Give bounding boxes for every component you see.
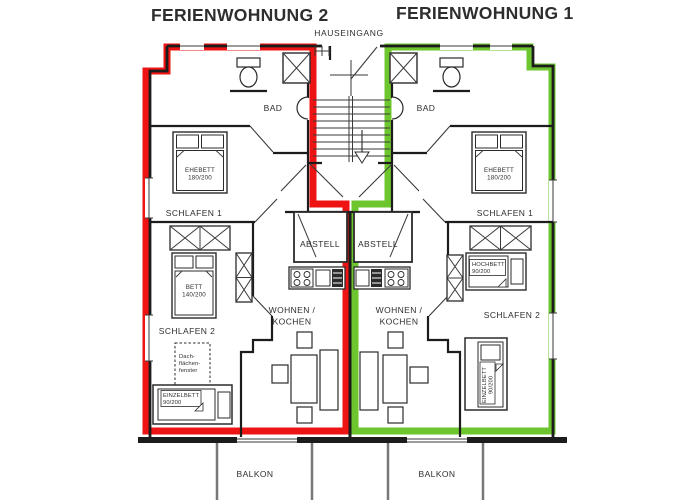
apartment1-wohnen-label-line1: WOHNEN / (376, 305, 423, 315)
apartment2-ehebett-size: 180/200 (188, 175, 212, 182)
apartment1-bad-label: BAD (417, 103, 436, 113)
apartment2-bad-label: BAD (264, 103, 283, 113)
apartment1-entry-door-arc (391, 96, 404, 120)
roof-window-label-line1: Dach- (179, 354, 195, 360)
apartment1-title: FERIENWOHNUNG 1 (396, 3, 574, 23)
toilet-right-icon (439, 57, 464, 88)
table (290, 354, 318, 404)
wardrobe-right (469, 225, 532, 251)
apartment1-balkon-label: BALKON (419, 469, 456, 479)
chair (296, 331, 313, 349)
balconies: BALKON BALKON (215, 443, 485, 500)
apartment1-hochbett-label: HOCHBETT (472, 262, 505, 268)
apartment1-schlafen2: HOCHBETT 90/200 (446, 252, 527, 302)
apartment2-einzelbett: EINZELBETT 90/200 (152, 384, 233, 425)
chair (296, 406, 313, 424)
apartment2-ehebett-label: EHEBETT (185, 167, 215, 174)
sink-icon (355, 269, 370, 287)
apartment2-bett-label: BETT (186, 284, 203, 291)
apartment1-hochbett-size: 90/200 (472, 269, 490, 275)
apartment1-einzelbett-label: EINZELBETT (482, 367, 488, 403)
pillow (195, 255, 214, 269)
apartment2-bett-size: 140/200 (182, 292, 206, 299)
kitchen-left (288, 266, 346, 290)
apartment2-schlafen1: EHEBETT 180/200 (172, 131, 228, 194)
roof-window-label-line2: flächen- (179, 361, 200, 367)
chair (409, 366, 429, 384)
apartment2-einzelbett-size: 90/200 (163, 400, 181, 406)
roof-window-label-line3: fenster (179, 368, 197, 374)
stairwell (282, 46, 418, 164)
apartment2-wohnen-label-line1: WOHNEN / (269, 305, 316, 315)
bench (319, 349, 339, 411)
pillow (176, 134, 199, 149)
tall-cabinet-right (446, 254, 464, 302)
sink-icon (315, 269, 331, 287)
apartment2-einzelbett-label: EINZELBETT (163, 393, 199, 399)
chair (387, 331, 404, 349)
abstell-rooms (293, 211, 413, 263)
apartment2-abstell-label: ABSTELL (300, 239, 340, 249)
apartment1-einzelbett: EINZELBETT 90/200 (464, 337, 508, 411)
pillow (201, 134, 224, 149)
stair-arrow-icon (354, 151, 370, 164)
apartment2-wohnen-label-line2: KOCHEN (273, 317, 312, 327)
wardrobe-left (169, 225, 231, 251)
toilet-left-icon (236, 57, 261, 88)
apartment2-schlafen2-label: SCHLAFEN 2 (159, 326, 215, 336)
apartment2-title: FERIENWOHNUNG 2 (151, 5, 329, 25)
pillow (500, 134, 523, 149)
apartment1-schlafen1: EHEBETT 180/200 (471, 131, 527, 194)
apartment1-schlafen2-label: SCHLAFEN 2 (484, 310, 540, 320)
chair (387, 406, 404, 424)
apartment1-abstell-label: ABSTELL (358, 239, 398, 249)
pillow (510, 258, 524, 285)
table (382, 354, 408, 404)
apartment1-schlafen1-label: SCHLAFEN 1 (477, 208, 533, 218)
pillow (174, 255, 194, 269)
bathroom-fixtures (236, 57, 464, 88)
interior-walls (150, 46, 553, 438)
tall-cabinet-left (235, 252, 253, 303)
windows (145, 42, 557, 444)
apartment2-dining-set (271, 331, 339, 424)
apartment1-ehebett-size: 180/200 (487, 175, 511, 182)
shaft-box-right (389, 52, 418, 84)
chair (271, 364, 289, 384)
apartment1-ehebett-label: EHEBETT (484, 167, 514, 174)
apartment2-entry-door-arc (296, 96, 309, 120)
pillow (475, 134, 498, 149)
bench (359, 351, 379, 411)
roof-window: Dach- flächen- fenster (174, 342, 211, 386)
apartment1-hochbett: HOCHBETT 90/200 (465, 252, 527, 291)
apartment2-schlafen2: BETT 140/200 (171, 252, 253, 319)
apartment1-einzelbett-size: 90/200 (489, 376, 495, 394)
apartment1-dining-set (359, 331, 429, 424)
kitchen-right (353, 266, 411, 290)
apartment1-wohnen-label-line2: KOCHEN (380, 317, 419, 327)
pillow (480, 344, 501, 361)
pillow (217, 391, 231, 419)
shaft-box-left (282, 52, 311, 84)
entrance-label: HAUSEINGANG (314, 28, 383, 38)
apartment2-schlafen1-label: SCHLAFEN 1 (166, 208, 222, 218)
apartment2-balkon-label: BALKON (237, 469, 274, 479)
